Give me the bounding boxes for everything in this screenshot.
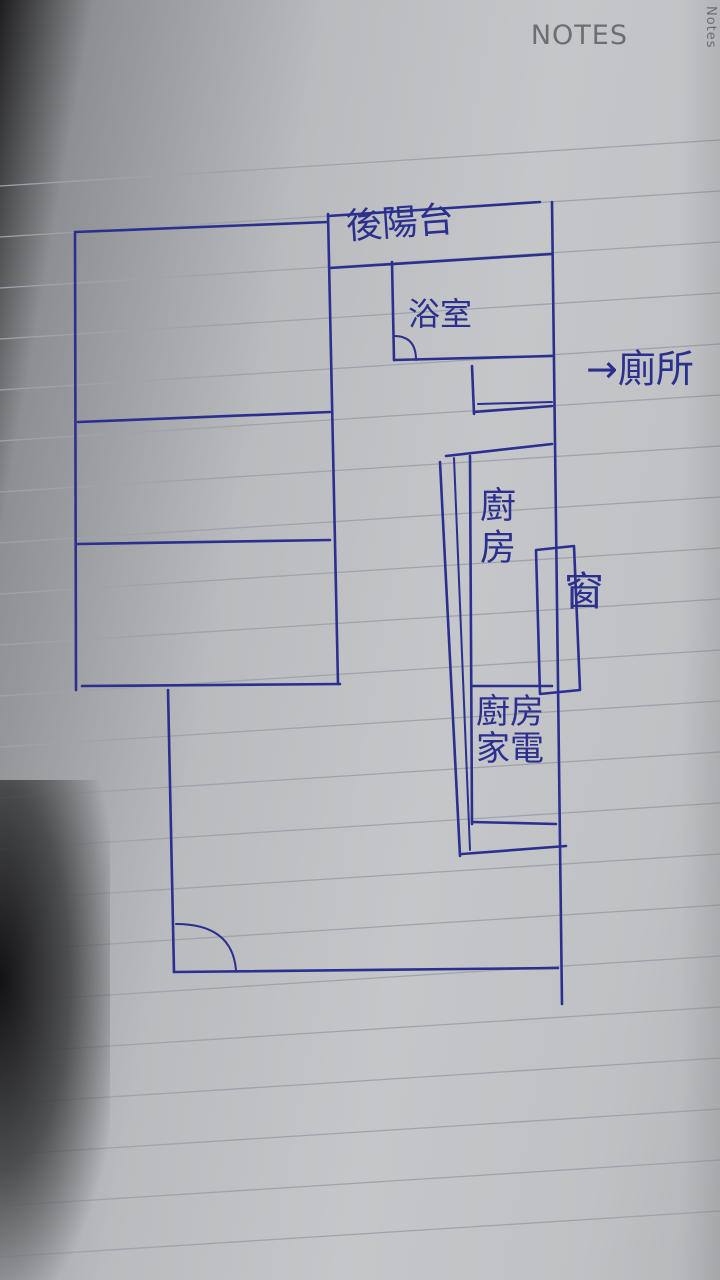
ruled-line <box>0 1108 720 1156</box>
toilet-label: →廁所 <box>586 347 694 391</box>
bathroom-left-wall <box>390 260 396 362</box>
ruled-line <box>0 1006 720 1054</box>
paper-edge-shade <box>680 0 720 1280</box>
back-balcony-top-wall <box>326 200 542 218</box>
ruled-line <box>0 292 720 340</box>
front-yard-left-wall <box>166 688 176 974</box>
left-block-right-wall <box>326 212 340 686</box>
left-block-top-wall <box>73 220 330 234</box>
notebook-brand: NOTES <box>530 20 628 51</box>
bathroom-label: 浴室 <box>408 295 473 333</box>
ruled-line <box>0 955 720 1003</box>
entrance-door-swing-icon <box>175 923 237 971</box>
kitchen-outer-left-wall <box>438 460 462 858</box>
toilet-left-wall <box>470 364 476 416</box>
ruled-line <box>0 445 720 493</box>
notebook-side-brand: Notes <box>703 6 718 49</box>
toilet-bottom-wall <box>472 404 554 414</box>
kitchen-bottom-wall <box>460 844 568 856</box>
appliance-bottom-wall <box>470 820 558 826</box>
room-divider-lower <box>76 538 332 546</box>
ruled-line <box>0 139 720 187</box>
ruled-line <box>0 802 720 850</box>
ruled-line <box>0 853 720 901</box>
ruled-line <box>0 700 720 748</box>
window-label: 窗 <box>564 569 604 615</box>
ruled-line <box>0 649 720 697</box>
kitchen-counter-wall <box>468 454 474 826</box>
ruled-line <box>0 343 720 391</box>
front-yard-bottom-wall <box>172 966 560 974</box>
ruled-line <box>0 598 720 646</box>
kitchen-top-wall <box>444 442 554 458</box>
toilet-shading <box>477 401 553 405</box>
room-divider-upper <box>76 410 332 424</box>
ruled-line <box>0 1210 720 1258</box>
ruled-line <box>0 1159 720 1207</box>
kitchen-inner-left-wall <box>453 457 471 851</box>
bathroom-bottom-wall <box>392 354 554 362</box>
ruled-line <box>0 394 720 442</box>
ruled-line <box>0 751 720 799</box>
window-frame <box>534 544 582 696</box>
kitchen-label: 廚房 <box>474 486 515 570</box>
hand-shadow <box>0 780 110 1280</box>
ruled-line <box>0 1057 720 1105</box>
back-balcony-bottom-wall <box>328 252 554 270</box>
ruled-line <box>0 547 720 595</box>
ruled-line <box>0 904 720 952</box>
ruled-line <box>0 496 720 544</box>
left-block-bottom-wall <box>80 682 342 688</box>
back-balcony-label: 後陽台 <box>344 199 456 248</box>
right-outer-wall <box>550 200 564 1006</box>
kitchen-appliance-label: 廚房家電 <box>476 692 544 770</box>
left-block-left-wall <box>73 230 78 692</box>
door-swing-icon <box>393 335 417 361</box>
